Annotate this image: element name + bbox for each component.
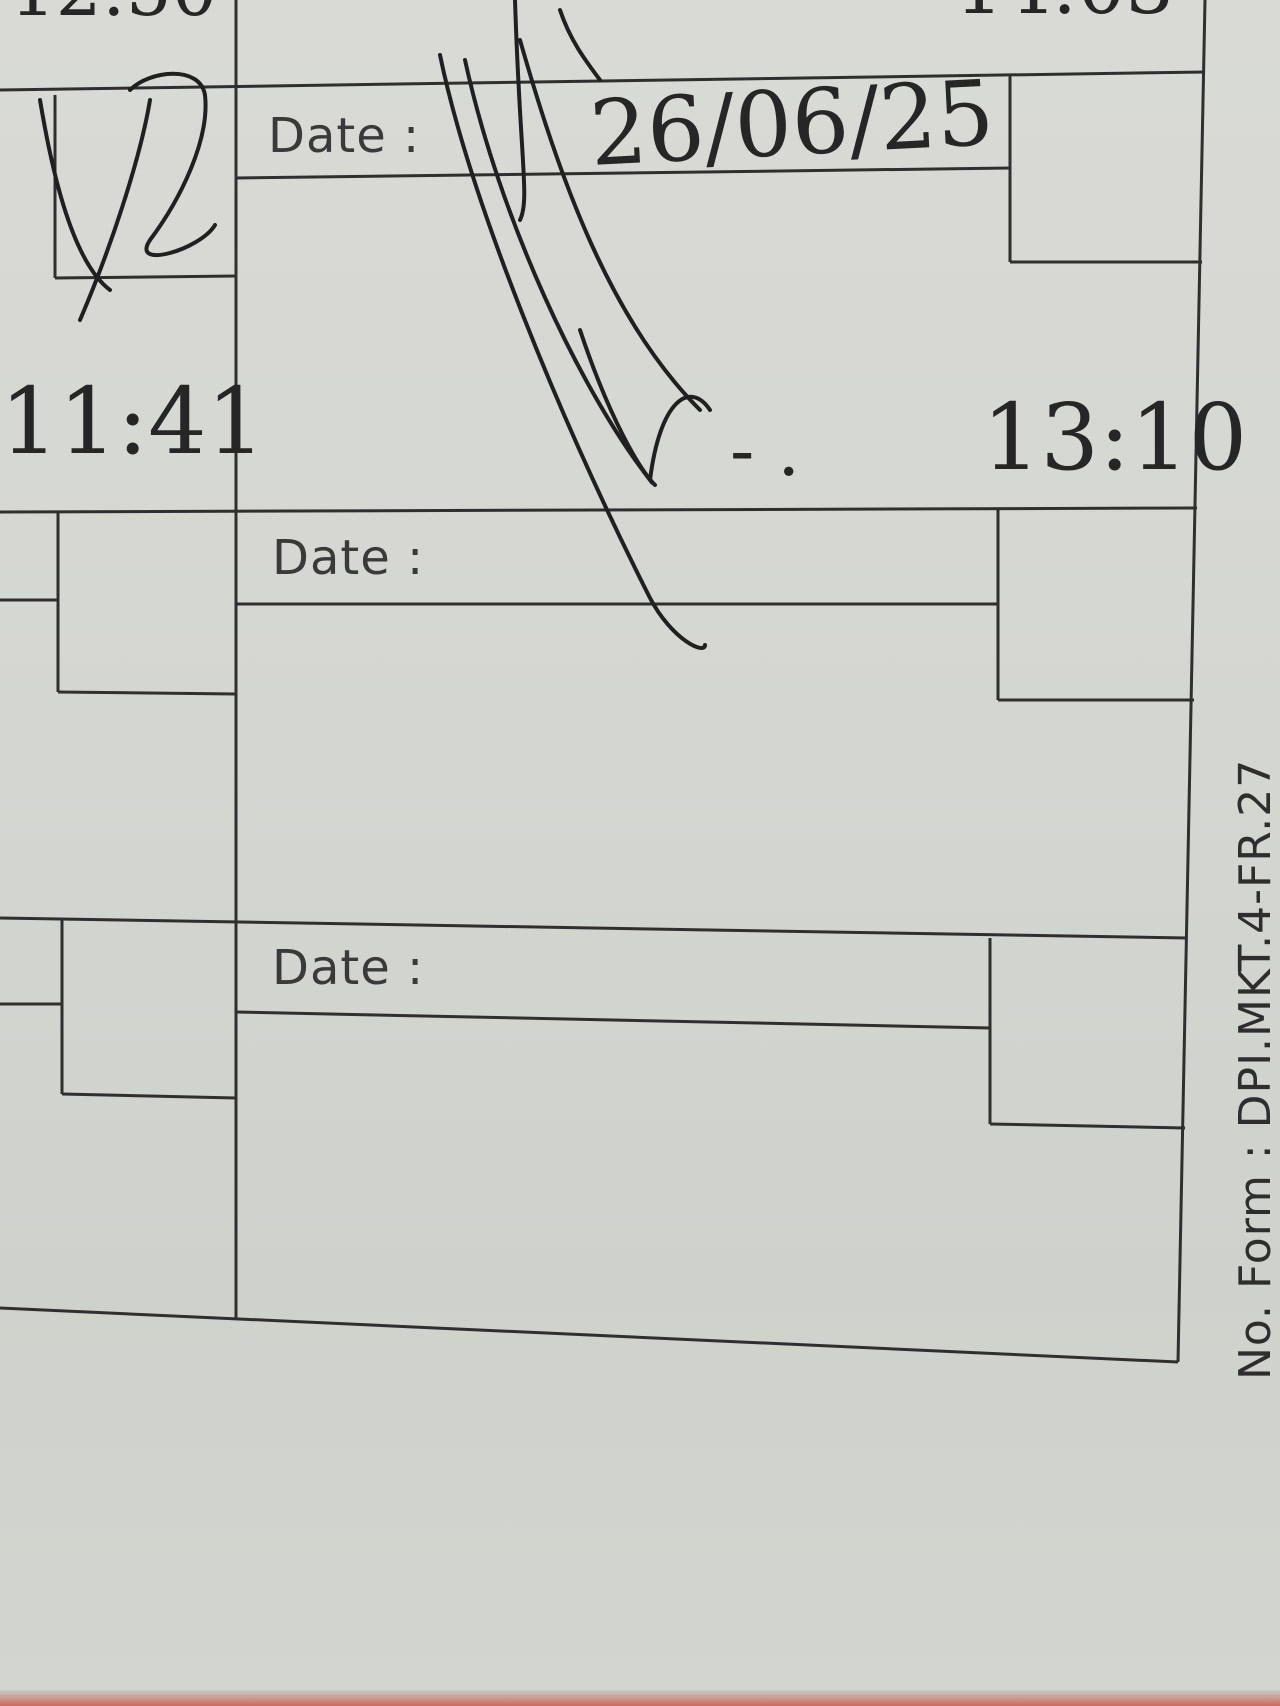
row3-top-line (0, 916, 1188, 940)
handwritten-date-row1: 26/06/25 (587, 60, 997, 187)
row3-date-bottom (235, 1010, 991, 1030)
date-label-row3: Date : (272, 940, 425, 996)
handwritten-time-left-row1: 11:41 (0, 368, 266, 475)
handwritten-dots: - . (730, 408, 801, 492)
form-number: No. Form : DPI.MKT.4-FR.27 (1230, 758, 1280, 1380)
row1-date-bottom (235, 166, 1011, 180)
handwritten-time-right-row1: 13:10 (982, 384, 1248, 491)
handwritten-time-top-right: 14:03 (955, 0, 1174, 31)
row2-top-line (0, 506, 1198, 514)
bottom-edge (0, 1690, 1280, 1706)
right-border (1176, 0, 1207, 1363)
date-label-row1: Date : (268, 108, 421, 164)
date-label-row2: Date : (272, 530, 425, 586)
signature-scribble (38, 0, 712, 650)
bottom-border (0, 1306, 1179, 1364)
handwritten-time-top-left: 12:50 (10, 0, 218, 32)
